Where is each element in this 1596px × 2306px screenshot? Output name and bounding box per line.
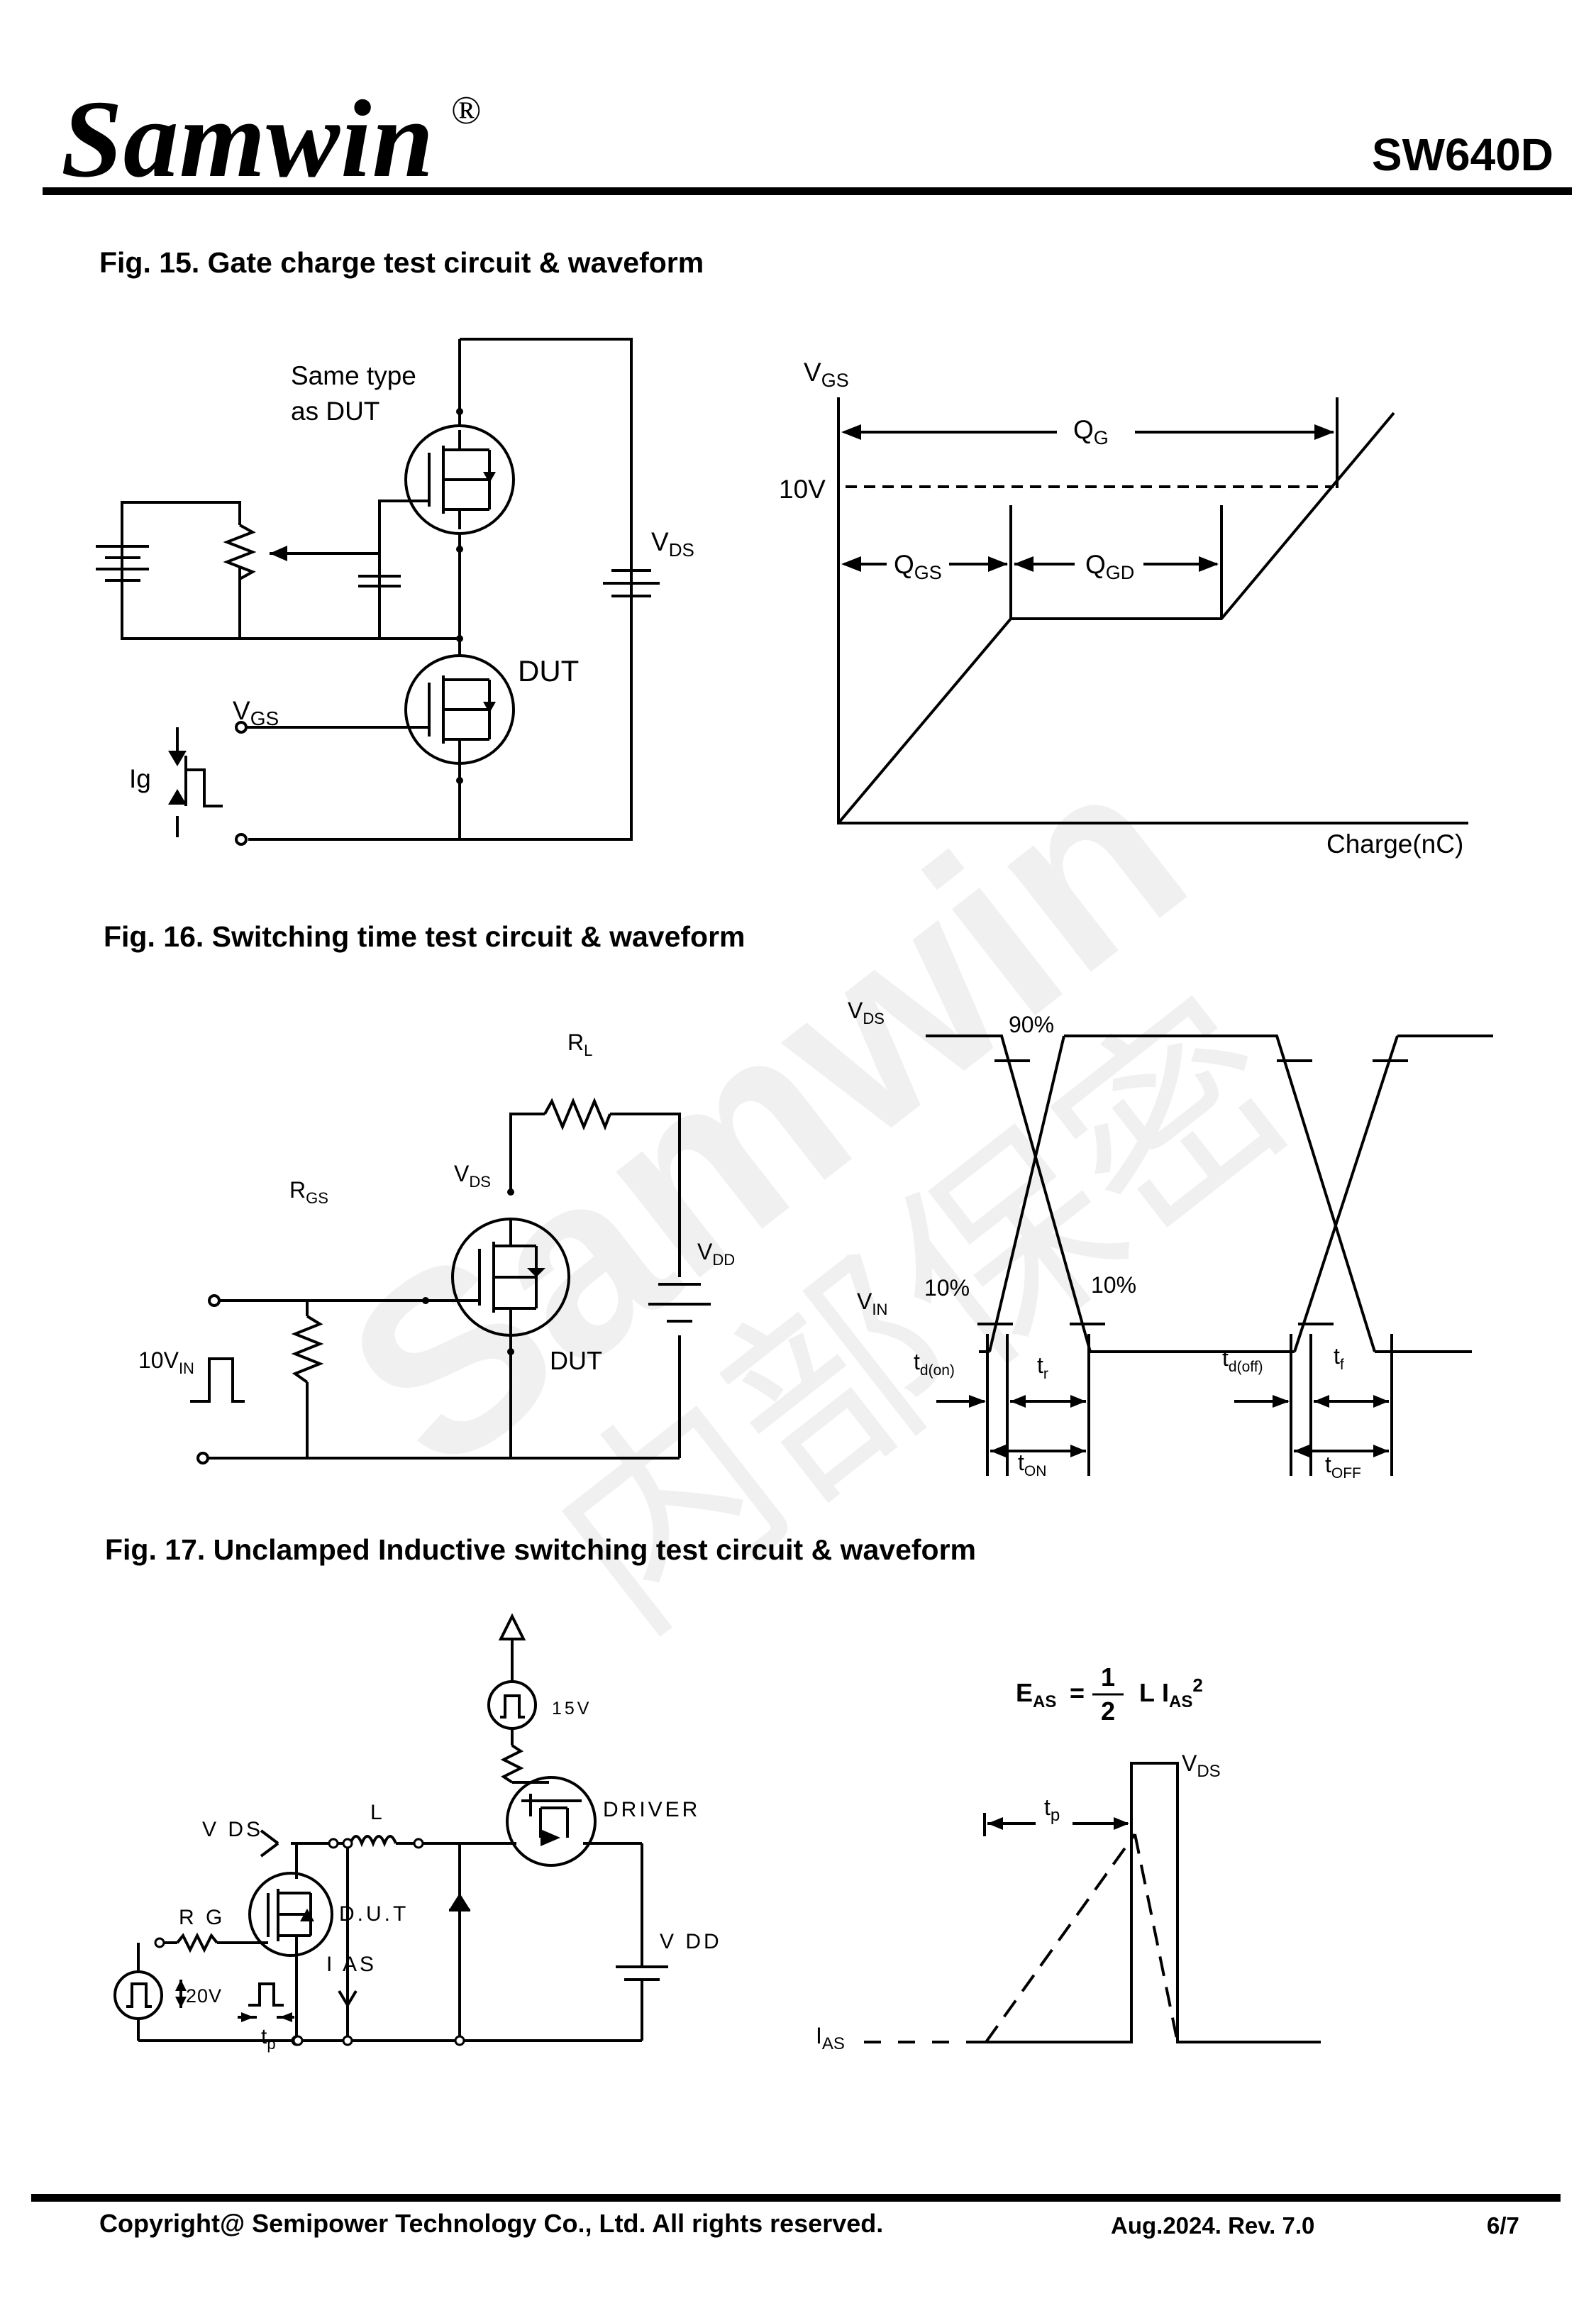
fig17-vdd: V DD	[660, 1930, 722, 1953]
fig16-tr: tr	[1037, 1352, 1048, 1382]
fig16-dut-label: DUT	[550, 1346, 602, 1375]
fig16-vds-wave: VDS	[848, 998, 885, 1027]
fig17-title: Fig. 17. Unclamped Inductive switching t…	[105, 1533, 976, 1566]
fig17-ias: I AS	[326, 1953, 377, 1976]
fig17-ias-wave: IAS	[816, 2023, 845, 2053]
fig17-15v: 15V	[552, 1699, 592, 1719]
fig17-rg: R G	[179, 1906, 225, 1929]
fig15-dut-label: DUT	[518, 654, 579, 688]
fig15-qg: QG	[1073, 415, 1109, 448]
fig17-20v: 20V	[186, 1985, 222, 2007]
fig16-vin-source: 10VIN	[138, 1347, 194, 1377]
brand-logo: Samwin	[61, 77, 435, 200]
fig17-driver: DRIVER	[603, 1798, 700, 1821]
part-number: SW640D	[1371, 129, 1553, 180]
header-rule	[43, 187, 1572, 195]
footer-revision: Aug.2024. Rev. 7.0	[1111, 2212, 1315, 2239]
fig17-frac-num: 1	[1101, 1662, 1115, 1692]
fig15-10v: 10V	[779, 475, 826, 504]
fig17-frac-den: 2	[1101, 1697, 1115, 1726]
registered-mark: ®	[451, 89, 482, 133]
fig16-vin-wave: VIN	[857, 1289, 887, 1318]
fig17-inductor: L	[370, 1801, 385, 1824]
fig16-rgs: RGS	[289, 1177, 328, 1207]
fig16-90pct: 90%	[1009, 1012, 1054, 1037]
fig16-vds-circuit: VDS	[454, 1161, 491, 1191]
fig16-10pct-right: 10%	[1091, 1272, 1136, 1298]
fig17-dut: D.U.T	[339, 1902, 409, 1926]
fig16-td-on: td(on)	[914, 1349, 955, 1379]
fig16-vdd: VDD	[697, 1239, 735, 1269]
fig15-same-type-line2: as DUT	[291, 397, 379, 426]
fig17-eas-lhs: EAS	[1016, 1678, 1056, 1711]
fig15-x-axis-label: Charge(nC)	[1326, 829, 1463, 859]
fig15-same-type-line1: Same type	[291, 361, 416, 390]
fig15-qgs: QGS	[894, 550, 942, 583]
fig15-qgd: QGD	[1085, 550, 1134, 583]
fig17-vds: V DS	[202, 1818, 263, 1841]
footer-page-number: 6/7	[1487, 2212, 1519, 2239]
footer-copyright: Copyright@ Semipower Technology Co., Ltd…	[99, 2209, 884, 2238]
fig17-tp: tp	[261, 2025, 276, 2053]
fig16-tf: tf	[1334, 1343, 1344, 1373]
fig16-td-off: td(off)	[1222, 1345, 1263, 1375]
fig16-toff: tOFF	[1325, 1452, 1361, 1482]
fig17-eq-sign: =	[1070, 1678, 1085, 1707]
fig15-vds: VDS	[651, 527, 694, 561]
fig15-ig: Ig	[129, 764, 151, 793]
fig17-vds-wave: VDS	[1182, 1750, 1221, 1781]
footer-rule	[31, 2194, 1561, 2202]
fig15-vgs: VGS	[233, 696, 279, 729]
fig16-10pct-left: 10%	[924, 1275, 970, 1301]
fig15-title: Fig. 15. Gate charge test circuit & wave…	[99, 246, 704, 279]
fig15-y-axis-label: VGS	[804, 358, 849, 391]
fig17-tp-wave: tp	[1044, 1794, 1060, 1825]
fig16-title: Fig. 16. Switching time test circuit & w…	[104, 920, 746, 953]
fig16-ton: tON	[1018, 1450, 1046, 1479]
fig16-rl: RL	[567, 1030, 592, 1059]
